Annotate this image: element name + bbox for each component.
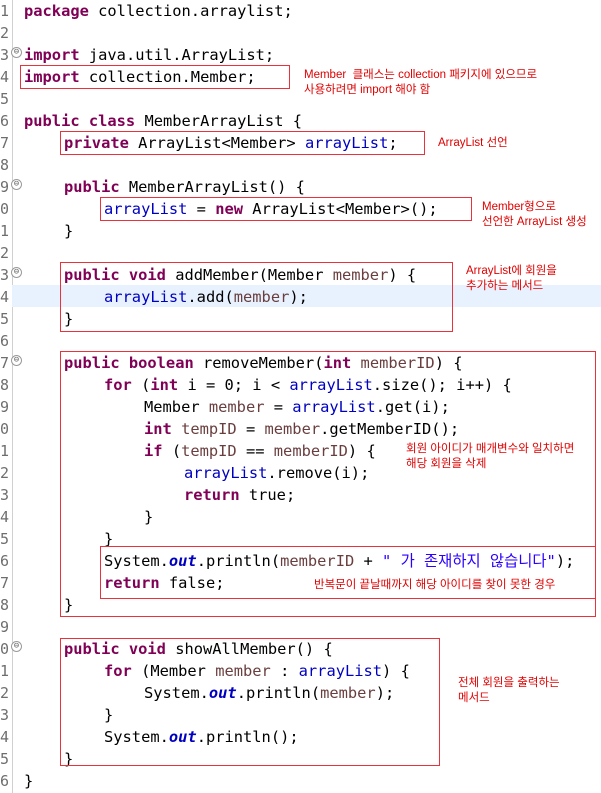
not-found-note: 반복문이 끝날때까지 해당 아이디를 찾이 못한 경우 — [314, 579, 556, 591]
show-method-note: 전체 회원을 출력하는 메서드 — [458, 677, 560, 704]
line-number: 6 — [0, 332, 10, 350]
remove-condition-note: 회원 아이디가 매개변수와 일치하면 해당 회원을 삭제 — [406, 443, 575, 470]
fold-toggle-icon[interactable]: ⊖ — [11, 267, 22, 278]
add-method-note: ArrayList에 회원을 추가하는 메서드 — [466, 265, 557, 292]
line-number: 8 — [0, 156, 10, 174]
line-number: 1 — [0, 442, 10, 460]
code-line[interactable]: System.out.println(memberID + " 가 존재하지 않… — [104, 552, 575, 570]
line-number: 7 — [0, 354, 10, 372]
line-number: 1 — [0, 662, 10, 680]
fold-toggle-icon[interactable]: ⊖ — [11, 47, 22, 58]
line-number: 5 — [0, 750, 10, 768]
line-number: 2 — [0, 244, 10, 262]
code-line[interactable]: } — [64, 750, 74, 768]
code-line[interactable]: System.out.println(); — [104, 728, 299, 746]
code-line[interactable]: arrayList.add(member); — [104, 288, 308, 306]
line-number: 4 — [0, 508, 10, 526]
code-line[interactable]: private ArrayList<Member> arrayList; — [64, 134, 398, 152]
code-line[interactable]: arrayList = new ArrayList<Member>(); — [104, 200, 438, 218]
code-line[interactable]: arrayList.remove(i); — [184, 464, 370, 482]
code-line[interactable]: Member member = arrayList.get(i); — [144, 398, 450, 416]
code-line[interactable]: return false; — [104, 574, 225, 592]
line-number: 7 — [0, 134, 10, 152]
code-line[interactable]: int tempID = member.getMemberID(); — [144, 420, 460, 438]
fold-toggle-icon[interactable]: ⊖ — [11, 641, 22, 652]
code-line[interactable]: for (int i = 0; i < arrayList.size(); i+… — [104, 376, 512, 394]
fold-toggle-icon[interactable]: ⊖ — [11, 355, 22, 366]
fold-toggle-icon[interactable]: ⊖ — [11, 179, 22, 190]
code-line[interactable]: public boolean removeMember(int memberID… — [64, 354, 463, 372]
code-line[interactable]: public class MemberArrayList { — [24, 112, 302, 130]
line-number: 4 — [0, 728, 10, 746]
code-line[interactable]: import java.util.ArrayList; — [24, 46, 275, 64]
code-line[interactable]: } — [24, 772, 34, 790]
line-number: 9 — [0, 398, 10, 416]
line-number: 6 — [0, 772, 10, 790]
line-number: 5 — [0, 530, 10, 548]
code-line[interactable]: import collection.Member; — [24, 68, 256, 86]
line-number: 1 — [0, 2, 10, 20]
code-line[interactable]: } — [64, 310, 74, 328]
declaration-note: ArrayList 선언 — [438, 137, 508, 149]
current-line-highlight — [12, 285, 601, 307]
line-number: 5 — [0, 90, 10, 108]
show-method-highlight-box — [60, 638, 440, 766]
code-line[interactable]: } — [104, 706, 114, 724]
not-found-highlight-box — [100, 546, 596, 599]
code-line[interactable]: if (tempID == memberID) { — [144, 442, 376, 460]
code-line[interactable]: } — [64, 596, 74, 614]
import-highlight-box — [20, 65, 290, 89]
code-line[interactable]: } — [104, 530, 114, 548]
code-line[interactable]: public MemberArrayList() { — [64, 178, 305, 196]
line-number: 4 — [0, 68, 10, 86]
code-line[interactable]: return true; — [184, 486, 296, 504]
line-number: 7 — [0, 574, 10, 592]
line-number: 6 — [0, 552, 10, 570]
line-number: 2 — [0, 464, 10, 482]
line-number: 1 — [0, 222, 10, 240]
line-number: 2 — [0, 24, 10, 42]
line-number: 3 — [0, 706, 10, 724]
code-line[interactable]: } — [144, 508, 154, 526]
code-line[interactable]: package collection.arraylist; — [24, 2, 293, 20]
line-number: 9 — [0, 618, 10, 636]
line-number: 3 — [0, 486, 10, 504]
constructor-note: Member형으로 선언한 ArrayList 생성 — [482, 201, 587, 228]
line-number: 0 — [0, 420, 10, 438]
line-number: 3 — [0, 46, 10, 64]
line-number: 0 — [0, 200, 10, 218]
code-line[interactable]: public void addMember(Member member) { — [64, 266, 417, 284]
remove-method-highlight-box — [60, 351, 596, 617]
line-number-gutter — [0, 0, 13, 793]
line-number: 4 — [0, 288, 10, 306]
line-number: 8 — [0, 376, 10, 394]
code-line[interactable]: } — [64, 222, 74, 240]
line-number: 8 — [0, 596, 10, 614]
code-line[interactable]: System.out.println(member); — [144, 684, 395, 702]
line-number: 2 — [0, 684, 10, 702]
line-number: 3 — [0, 266, 10, 284]
import-note: Member 클래스는 collection 패키지에 있으므로 사용하려면 i… — [304, 69, 538, 96]
line-number: 5 — [0, 310, 10, 328]
constructor-highlight-box — [100, 197, 472, 221]
code-line[interactable]: for (Member member : arrayList) { — [104, 662, 410, 680]
add-method-highlight-box — [60, 262, 453, 332]
declaration-highlight-box — [60, 131, 425, 155]
line-number: 9 — [0, 178, 10, 196]
line-number: 6 — [0, 112, 10, 130]
code-line[interactable]: public void showAllMember() { — [64, 640, 333, 658]
line-number: 0 — [0, 640, 10, 658]
